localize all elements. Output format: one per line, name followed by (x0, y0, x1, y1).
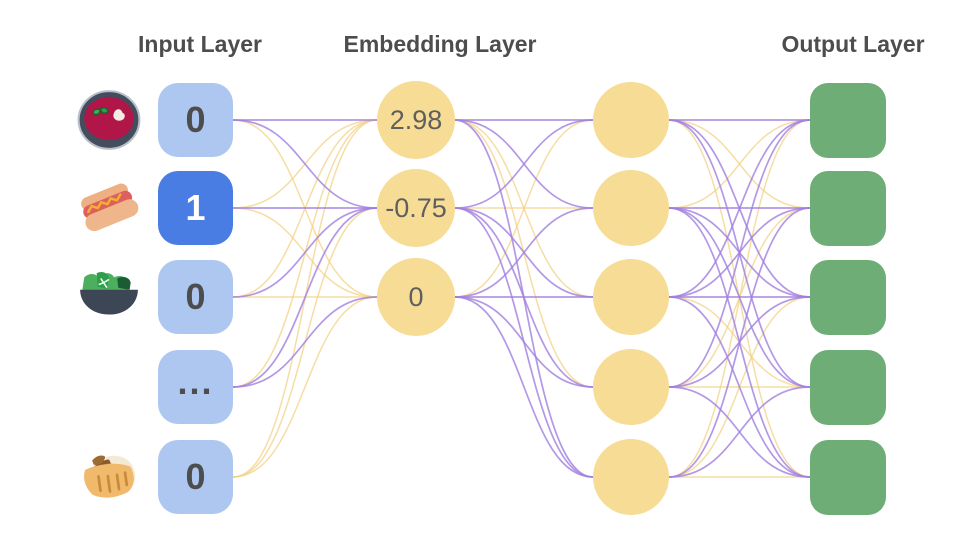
input-node-4-label: 0 (185, 456, 206, 497)
embedding-layer-title: Embedding Layer (343, 31, 537, 57)
embedding-node-1-label: -0.75 (385, 192, 447, 223)
output-node-0 (810, 83, 886, 158)
hidden-node-3 (593, 349, 669, 425)
hidden-node-4 (593, 439, 669, 515)
input-layer-title: Input Layer (138, 31, 262, 57)
edge-embed2-hidden0 (454, 119, 594, 298)
edge-input0-embed1 (232, 119, 378, 209)
input-node-2-label: 0 (185, 276, 206, 317)
output-node-4 (810, 440, 886, 515)
input-node-1-label: 1 (185, 187, 206, 228)
edge-hidden4-output1 (668, 207, 811, 478)
embedding-node-0: 2.98 (377, 81, 455, 159)
edge-hidden4-output3 (668, 386, 811, 478)
edge-embed2-hidden1 (454, 207, 594, 298)
edge-input3-embed2 (232, 296, 378, 388)
edge-hidden2-output0 (668, 119, 811, 298)
edge-hidden2-output4 (668, 296, 811, 478)
embedding-node-2: 0 (377, 258, 455, 336)
embedding-node-2-label: 0 (408, 281, 424, 312)
input-node-0: 0 (158, 83, 233, 157)
edge-input2-embed1 (232, 207, 378, 298)
embedding-node-0-label: 2.98 (389, 104, 443, 135)
hidden-node-0 (593, 82, 669, 158)
edge-embed1-hidden0 (454, 119, 594, 209)
edge-hidden1-output0 (668, 119, 811, 209)
edge-hidden3-output0 (668, 119, 811, 388)
output-node-2 (810, 260, 886, 335)
embedding-node-1: -0.75 (377, 169, 455, 247)
edge-embed2-hidden3 (454, 296, 594, 388)
input-node-3: ... (158, 350, 233, 424)
soup-icon (76, 87, 142, 153)
salad-icon (76, 264, 142, 330)
input-node-4: 0 (158, 440, 233, 514)
input-node-2: 0 (158, 260, 233, 334)
hidden-node-2 (593, 259, 669, 335)
output-layer-title: Output Layer (781, 31, 925, 57)
edge-embed2-hidden4 (454, 296, 594, 478)
input-node-0-label: 0 (185, 99, 206, 140)
edge-input4-embed2 (232, 296, 378, 478)
hidden-node-1 (593, 170, 669, 246)
pita-icon (76, 444, 142, 510)
hot-dog-icon (76, 175, 142, 241)
input-node-3-label: ... (177, 361, 214, 402)
output-node-3 (810, 350, 886, 425)
edge-input3-embed1 (232, 207, 378, 388)
input-node-1-active: 1 (158, 171, 233, 245)
output-node-1 (810, 171, 886, 246)
